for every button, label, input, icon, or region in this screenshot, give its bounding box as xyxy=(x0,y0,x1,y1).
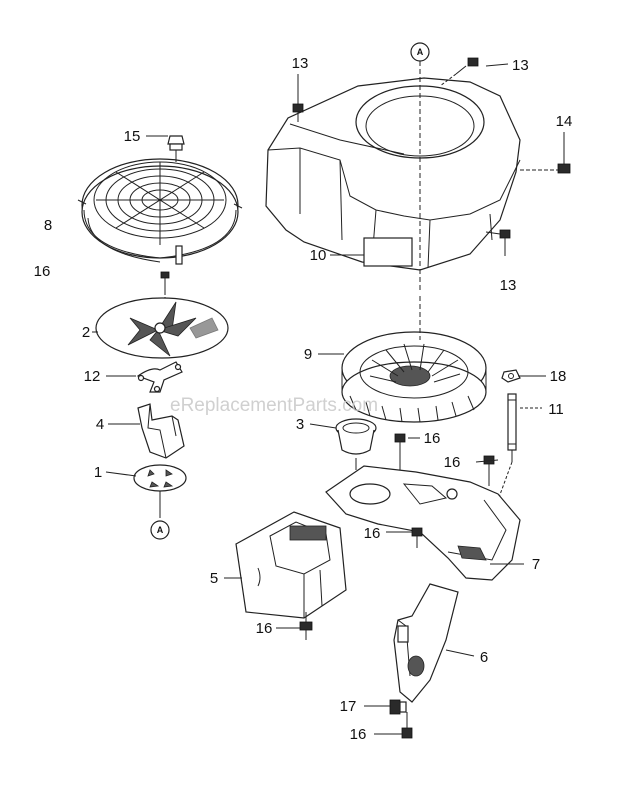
cup-part-3 xyxy=(335,418,377,470)
label-9: 9 xyxy=(304,346,312,363)
label-13a: 13 xyxy=(292,55,309,72)
nut-part-17 xyxy=(389,699,407,715)
nut-part-18 xyxy=(501,369,521,383)
label-17: 17 xyxy=(340,698,357,715)
bolt-part-16-bottom xyxy=(401,712,413,739)
label-16e: 16 xyxy=(256,620,273,637)
leader-lines xyxy=(92,63,546,735)
flywheel-fan-part-9 xyxy=(341,296,487,423)
retainer-part-12 xyxy=(136,361,183,393)
label-5: 5 xyxy=(210,570,218,587)
label-13c: 13 xyxy=(500,277,517,294)
callout-a-bottom: A xyxy=(150,520,170,540)
label-15: 15 xyxy=(124,128,141,145)
part-labels: 13 13 14 15 8 10 16 13 2 9 18 12 11 3 4 … xyxy=(34,55,573,743)
label-7: 7 xyxy=(532,556,540,573)
label-13b: 13 xyxy=(512,57,529,74)
plate-part-1 xyxy=(133,464,187,518)
label-16d: 16 xyxy=(364,525,381,542)
grille-guard-part-8 xyxy=(77,158,243,265)
label-6: 6 xyxy=(480,649,488,666)
label-4: 4 xyxy=(96,416,104,433)
bolt-part-16-lower xyxy=(411,527,423,548)
watermark-text: eReplacementParts.com xyxy=(170,395,378,416)
label-16c: 16 xyxy=(444,454,461,471)
screw-part-13-right xyxy=(485,229,511,256)
label-14: 14 xyxy=(556,113,573,130)
screw-part-13-top xyxy=(439,57,479,87)
callout-a-top: A xyxy=(410,42,430,290)
label-1: 1 xyxy=(94,464,102,481)
label-12: 12 xyxy=(84,368,101,385)
screw-part-13-left xyxy=(292,74,304,122)
blower-housing-part-10 xyxy=(265,77,521,271)
callout-a-bottom-text: A xyxy=(157,525,164,535)
stud-part-11 xyxy=(497,393,517,501)
label-11: 11 xyxy=(548,401,564,418)
label-16a: 16 xyxy=(34,263,51,280)
label-10: 10 xyxy=(310,247,327,264)
nut-part-15 xyxy=(167,135,185,162)
label-2: 2 xyxy=(82,324,90,341)
bracket-part-4 xyxy=(137,403,185,459)
bolt-part-16-center xyxy=(394,433,406,470)
screw-part-14 xyxy=(520,132,571,174)
base-plate-part-7 xyxy=(325,465,521,581)
label-8: 8 xyxy=(44,217,52,234)
callout-a-top-text: A xyxy=(417,47,424,57)
label-16f: 16 xyxy=(350,726,367,743)
label-3: 3 xyxy=(296,416,304,433)
shroud-part-5 xyxy=(235,511,347,619)
screen-disc-part-2 xyxy=(95,297,229,359)
label-16b: 16 xyxy=(424,430,441,447)
bolt-part-16-shroud xyxy=(299,612,313,640)
side-panel-part-6 xyxy=(393,583,459,703)
label-18: 18 xyxy=(550,368,567,385)
